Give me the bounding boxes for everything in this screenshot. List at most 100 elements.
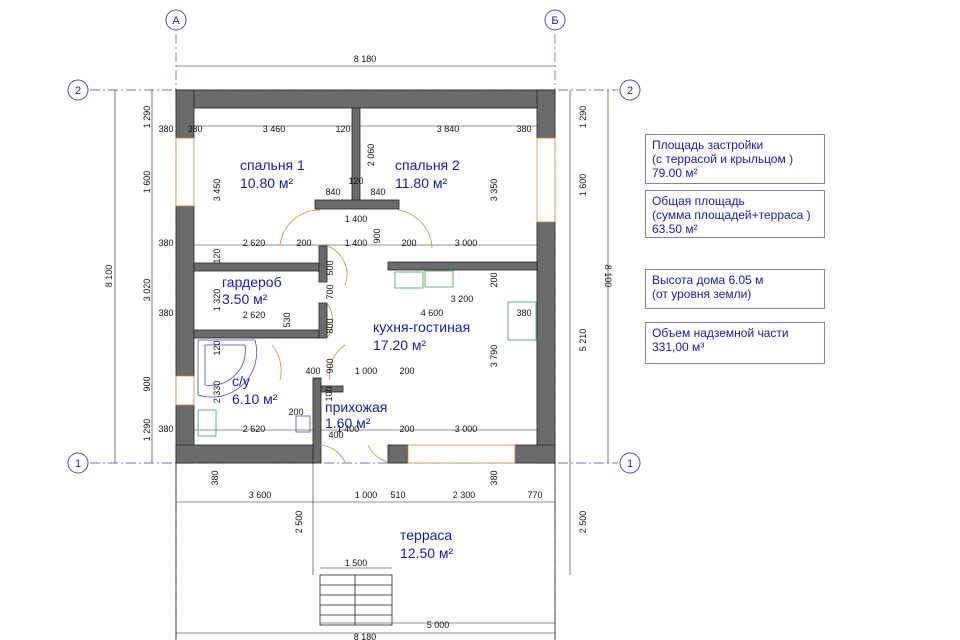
room-name-bedroom2: спальня 2: [395, 157, 460, 173]
dim-label: 5 000: [427, 620, 450, 630]
dim-label: 2 500: [578, 511, 588, 534]
dim-label: 380: [158, 238, 173, 248]
room-area-wardrobe: 3.50 м²: [222, 291, 268, 307]
dim-label: 900: [372, 228, 382, 243]
dim-label: 2 300: [453, 490, 476, 500]
dim-label: 800: [325, 318, 335, 333]
info-line: (с террасой и крыльцом ): [652, 152, 794, 166]
room-name-wardrobe: гардероб: [222, 274, 282, 290]
info-line: Общая площадь: [652, 194, 745, 208]
room-name-terrace: терраса: [400, 527, 452, 543]
dim-overall-left: 8 100: [104, 265, 114, 288]
dim-label: 120: [348, 176, 363, 186]
dim-label: 400: [328, 430, 343, 440]
dim-label: 840: [370, 187, 385, 197]
bathroom-fixtures: [197, 339, 311, 433]
dim-label: 3 000: [455, 424, 478, 434]
dim-label: 2 620: [243, 238, 266, 248]
dim-label: 120: [212, 248, 222, 263]
info-line: 331,00 м³: [652, 340, 705, 354]
dim-label: 700: [325, 284, 335, 299]
dim-label: 770: [527, 490, 542, 500]
dim-label: 100: [324, 386, 334, 401]
dim-label: 2 620: [243, 424, 266, 434]
dim-label: 1 400: [337, 424, 360, 434]
dim-label: 1 400: [345, 238, 368, 248]
dim-label: 3 350: [489, 179, 499, 202]
dim-label: 3 600: [249, 490, 272, 500]
room-area-bedroom2: 11.80 м²: [395, 175, 448, 191]
room-name-bedroom1: спальня 1: [240, 157, 305, 173]
info-line: (от уровня земли): [652, 287, 752, 301]
dim-label: 1 000: [355, 366, 378, 376]
dim-label: 200: [399, 366, 414, 376]
dim-label: 5 210: [578, 329, 588, 352]
terrace-outline: [175, 463, 556, 640]
info-line: Объем надземной части: [652, 326, 789, 340]
dim-label: 2 330: [212, 381, 222, 404]
room-area-hall: 1.60 м²: [325, 415, 371, 431]
room-area-terrace: 12.50 м²: [400, 545, 454, 561]
dim-label: 3 000: [455, 238, 478, 248]
dim-label: 3 840: [437, 124, 460, 134]
info-box-volume: Объем надземной части 331,00 м³: [645, 322, 825, 364]
dim-label: 2 620: [243, 310, 266, 320]
dim-label: 200: [296, 238, 311, 248]
dim-label: 380: [210, 470, 220, 485]
fixtures: [197, 270, 537, 437]
room-name-bathroom: с/у: [232, 373, 250, 389]
dim-label: 3 460: [263, 124, 286, 134]
dim-label: 3 790: [489, 345, 499, 368]
axis-label-b: Б: [551, 15, 558, 27]
axis-label-a: А: [172, 15, 180, 27]
walls: [175, 89, 556, 464]
room-area-kitchen: 17.20 м²: [373, 337, 427, 353]
dim-label: 510: [390, 490, 405, 500]
dim-label: 1 600: [578, 174, 588, 197]
windows: [175, 137, 556, 464]
dim-label: 1 000: [355, 490, 378, 500]
dim-label: 380: [187, 124, 202, 134]
dimension-lines: [114, 65, 609, 634]
info-box-building-area: Площадь застройки (с террасой и крыльцом…: [645, 134, 825, 184]
dim-label: 900: [142, 376, 152, 391]
dim-overall-top: 8 180: [354, 54, 377, 64]
dim-label: 200: [489, 272, 499, 287]
dim-label: 2 060: [366, 144, 376, 167]
dim-label: 1 290: [142, 106, 152, 129]
axis-label-2-right: 2: [627, 85, 633, 97]
dim-label: 1 500: [345, 558, 368, 568]
dim-label: 1 600: [142, 171, 152, 194]
door-swings: [271, 209, 433, 463]
dim-label: 400: [305, 366, 320, 376]
dim-label: 380: [158, 124, 173, 134]
dim-label: 3 200: [451, 294, 474, 304]
info-line: Площадь застройки: [652, 138, 764, 152]
dim-label: 200: [401, 238, 416, 248]
dim-label: 380: [516, 308, 531, 318]
axis-markers: [67, 9, 641, 474]
info-line: (сумма площадей+терраса ): [652, 208, 811, 222]
dim-overall-bottom: 8 180: [354, 632, 377, 640]
info-box-total-area: Общая площадь (сумма площадей+терраса ) …: [645, 190, 825, 238]
dim-label: 200: [399, 424, 414, 434]
dim-label: 120: [335, 124, 350, 134]
dim-label: 380: [158, 424, 173, 434]
dim-label: 2 500: [294, 511, 304, 534]
dim-label: 380: [516, 124, 531, 134]
dim-label: 500: [325, 260, 335, 275]
axis-label-1-left: 1: [75, 458, 81, 470]
info-line: 79.00 м²: [652, 166, 698, 180]
info-line: Высота дома 6.05 м: [652, 273, 764, 287]
dim-label: 380: [489, 470, 499, 485]
axis-label-2-left: 2: [75, 85, 81, 97]
axis-label-1-right: 1: [627, 458, 633, 470]
dim-label: 200: [288, 407, 303, 417]
dim-label: 1 400: [345, 214, 368, 224]
dim-label: 1 290: [578, 106, 588, 129]
dim-label: 4 600: [421, 308, 444, 318]
dim-label: 530: [282, 312, 292, 327]
dim-label: 3 020: [142, 279, 152, 302]
dim-label: 840: [325, 187, 340, 197]
